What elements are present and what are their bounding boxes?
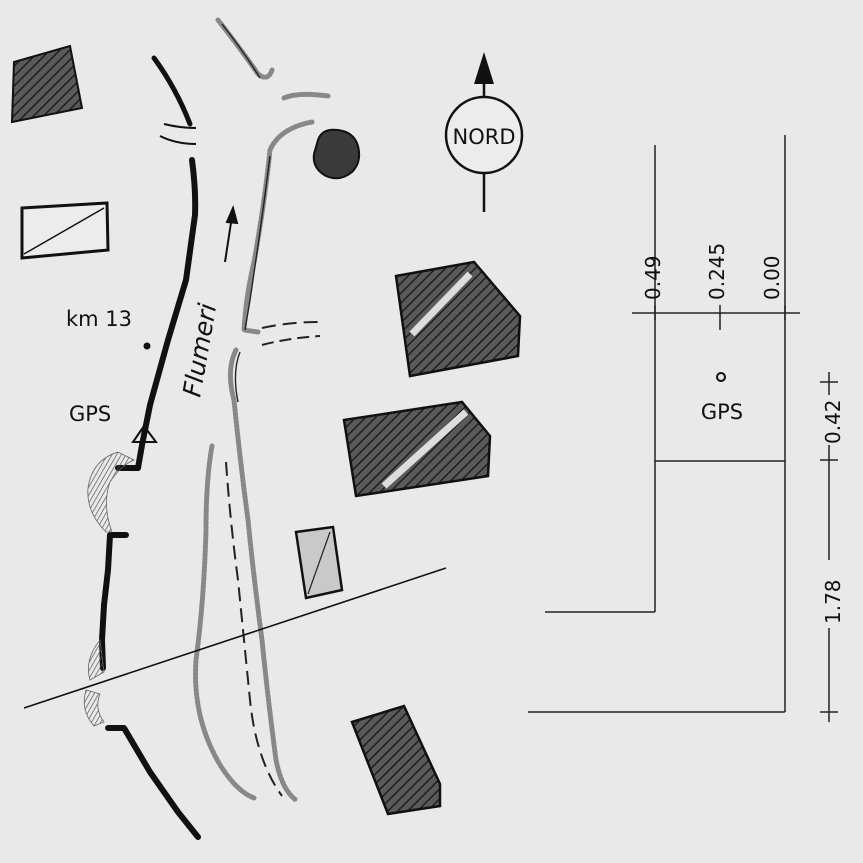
road-edge-top	[159, 123, 197, 145]
offset-label-1: 0.245	[705, 243, 729, 300]
road-embankment	[83, 451, 135, 727]
detail-gps-dot	[716, 372, 726, 382]
offset-label-0: 0.49	[641, 255, 665, 300]
dimension-label-1: 1.78	[821, 579, 845, 624]
detail-gps-label: GPS	[701, 400, 743, 424]
building-outline-left	[20, 201, 110, 260]
stream-centreline	[225, 321, 319, 797]
road-edge	[99, 55, 201, 840]
km-marker-label: km 13	[66, 307, 132, 331]
km-marker-dot	[143, 342, 151, 350]
building-top-right	[394, 260, 522, 378]
stream-inner-edge	[261, 335, 321, 346]
offset-label-2: 0.00	[760, 255, 784, 300]
flow-direction-arrow	[224, 204, 239, 263]
building-small-outline	[294, 525, 344, 600]
building-middle-right	[342, 400, 492, 498]
north-arrow-icon	[474, 52, 494, 84]
building-top-left	[10, 44, 84, 124]
compass: NORD	[444, 52, 524, 212]
tree-icon	[312, 128, 361, 180]
section-line	[23, 567, 447, 709]
gps-label: GPS	[69, 402, 111, 426]
building-bottom-right	[350, 704, 442, 816]
dimension-line	[820, 372, 838, 722]
compass-label: NORD	[453, 125, 516, 149]
dimension-label-0: 0.42	[821, 399, 845, 444]
stream-banks-dark	[221, 23, 271, 403]
gps-detail-diagram	[528, 135, 800, 713]
gps-marker-icon	[131, 424, 158, 443]
